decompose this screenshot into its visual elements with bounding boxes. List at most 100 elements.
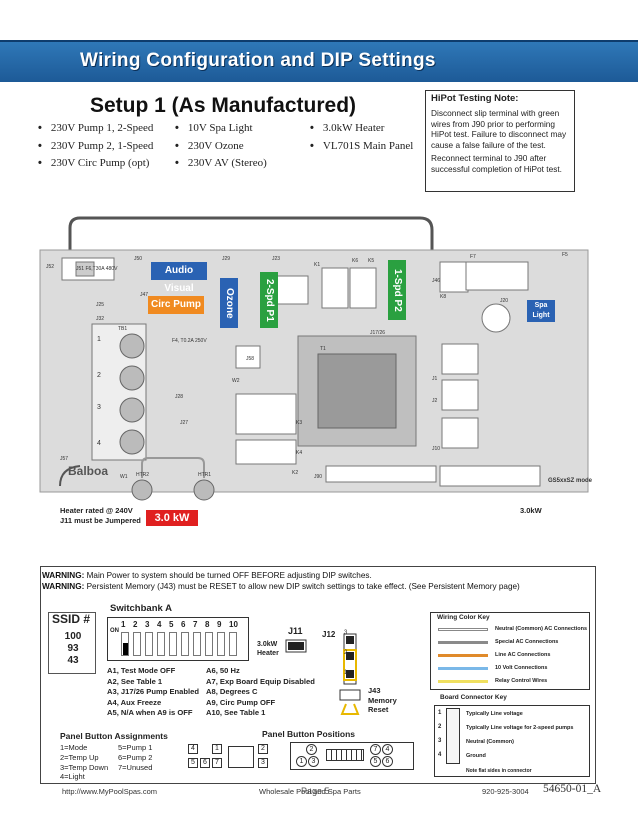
list-item: 230V Pump 1, 2-Speed bbox=[38, 120, 153, 138]
ssid-label: SSID # bbox=[52, 612, 91, 626]
setup-list-col3: 3.0kW Heater VL701S Main Panel bbox=[310, 120, 413, 155]
footer-phone: 920-925-3004 bbox=[482, 787, 529, 796]
title-banner: Wiring Configuration and DIP Settings bbox=[0, 40, 638, 82]
label-j27: J27 bbox=[180, 420, 189, 426]
label-f4: F4, T0.2A 250V bbox=[172, 338, 207, 344]
setup-list-col2: 10V Spa Light 230V Ozone 230V AV (Stereo… bbox=[175, 120, 267, 173]
label-k4: K4 bbox=[296, 450, 303, 456]
wiring-key-row: Line AC Connections bbox=[495, 652, 551, 658]
list-item: 10V Spa Light bbox=[175, 120, 267, 138]
heater-note: Heater rated @ 240V J11 must be Jumpered bbox=[60, 506, 141, 526]
dip-switch-5[interactable] bbox=[169, 632, 177, 656]
dip-switch-7[interactable] bbox=[193, 632, 201, 656]
connector-pin-number: 4 bbox=[438, 752, 442, 758]
hipot-note-box: HiPot Testing Note: Disconnect slip term… bbox=[425, 90, 575, 192]
label-tb1: TB1 bbox=[118, 326, 128, 332]
label-j46: J46 bbox=[432, 278, 441, 284]
warnings: WARNING: Main Power to system should be … bbox=[42, 570, 520, 592]
dip-switch-2[interactable] bbox=[133, 632, 141, 656]
relay-k5 bbox=[321, 267, 349, 309]
j12-label: J12 bbox=[322, 630, 336, 639]
screw bbox=[119, 365, 145, 391]
screw bbox=[119, 397, 145, 423]
ground-wire bbox=[59, 465, 81, 487]
label-htr1: HTR1 bbox=[198, 472, 212, 478]
wire-relay-swatch bbox=[438, 680, 488, 683]
wire-neutral-swatch bbox=[438, 628, 488, 631]
dip-switch-1[interactable] bbox=[121, 632, 129, 656]
relay-k1 bbox=[271, 275, 309, 305]
label-tb1-4: 4 bbox=[97, 440, 101, 447]
wiring-key-row: Relay Control Wires bbox=[495, 678, 548, 684]
dip-settings-panel bbox=[40, 566, 596, 784]
list-item: 230V Pump 2, 1-Speed bbox=[38, 138, 153, 156]
dip-switch-number: 7 bbox=[193, 620, 198, 629]
panel-button-1: 1 bbox=[212, 744, 222, 754]
label-j25: J25 bbox=[96, 302, 105, 308]
panel-button-7: 7 bbox=[370, 744, 381, 755]
circ-pump-tag: Circ Pump bbox=[148, 296, 204, 314]
heater-kw-badge: 3.0 kW bbox=[146, 510, 198, 526]
dip-switch-9[interactable] bbox=[217, 632, 225, 656]
ozone-tag: Ozone bbox=[220, 278, 238, 328]
label-htr2: HTR2 bbox=[136, 472, 150, 478]
label-w2: W2 bbox=[232, 378, 240, 384]
document-id: 54650-01_A bbox=[543, 783, 602, 795]
connector-strip bbox=[439, 465, 541, 487]
panel-display bbox=[326, 749, 364, 761]
connector-pin-number: 3 bbox=[438, 738, 442, 744]
label-k8: K8 bbox=[440, 294, 447, 300]
dip-switch-number: 10 bbox=[229, 620, 238, 629]
wire-special-swatch bbox=[438, 641, 488, 644]
connector-strip bbox=[325, 465, 437, 483]
dip-descriptions-right: A6, 50 Hz A7, Exp Board Equip Disabled A… bbox=[206, 666, 315, 717]
panel-button-5: 5 bbox=[188, 758, 198, 768]
gs-mode-label: GS5xxSZ mode bbox=[548, 478, 593, 484]
connector-pin-number: 2 bbox=[438, 724, 442, 730]
fuse bbox=[75, 261, 95, 277]
connector-key-row: Typically Line voltage for 2-speed pumps bbox=[466, 725, 574, 731]
list-item: 230V Ozone bbox=[175, 138, 267, 156]
j12-pin-3: 3 bbox=[344, 630, 348, 636]
label-j32: J32 bbox=[96, 316, 105, 322]
label-w1: W1 bbox=[120, 474, 128, 480]
wiring-color-key-title: Wiring Color Key bbox=[437, 614, 490, 621]
wiring-key-row: Neutral (Common) AC Connections bbox=[495, 626, 588, 632]
dip-switch-3[interactable] bbox=[145, 632, 153, 656]
label-j47: J47 bbox=[140, 292, 149, 298]
label-tb1-2: 2 bbox=[97, 372, 101, 379]
heater-terminal bbox=[131, 479, 153, 501]
dip-switch-number: 2 bbox=[133, 620, 138, 629]
label-j1: J1 bbox=[432, 376, 438, 382]
j11-shunt bbox=[288, 642, 304, 650]
setup-list-col1: 230V Pump 1, 2-Speed 230V Pump 2, 1-Spee… bbox=[38, 120, 153, 173]
dip-switch-10[interactable] bbox=[229, 632, 237, 656]
connector-key-row: Neutral (Common) bbox=[466, 739, 514, 745]
balboa-logo: Balboa bbox=[68, 464, 109, 478]
j12-pin bbox=[346, 670, 354, 678]
fuse-f4 bbox=[235, 345, 261, 369]
wire-line-swatch bbox=[438, 654, 488, 657]
screw bbox=[119, 333, 145, 359]
label-tb1-1: 1 bbox=[97, 336, 101, 343]
label-j28: J28 bbox=[175, 394, 184, 400]
dip-switch-6[interactable] bbox=[181, 632, 189, 656]
label-f7: F7 bbox=[470, 254, 476, 260]
ssid-values: 100 93 43 bbox=[64, 631, 82, 666]
j12-shunt bbox=[343, 649, 357, 681]
label-k6: K6 bbox=[352, 258, 359, 264]
list-item: 230V AV (Stereo) bbox=[175, 155, 267, 173]
screw bbox=[119, 429, 145, 455]
label-j58: J58 bbox=[246, 356, 255, 362]
panel-button-7: 7 bbox=[212, 758, 222, 768]
label-tb1-3: 3 bbox=[97, 404, 101, 411]
setup-title: Setup 1 (As Manufactured) bbox=[90, 94, 357, 117]
j12-pin bbox=[346, 652, 354, 660]
footer-url[interactable]: http://www.MyPoolSpas.com bbox=[62, 787, 158, 796]
jack-j2 bbox=[441, 379, 479, 411]
dip-switch-4[interactable] bbox=[157, 632, 165, 656]
dip-switch-8[interactable] bbox=[205, 632, 213, 656]
spa-light-tag: Spa Light bbox=[527, 300, 555, 322]
dip-on-label: ON bbox=[110, 628, 119, 634]
